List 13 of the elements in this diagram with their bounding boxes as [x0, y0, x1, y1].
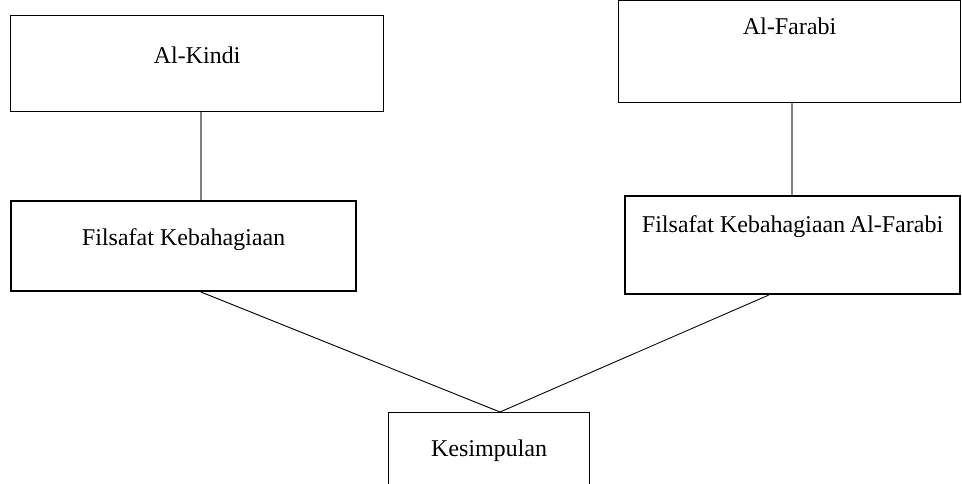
- process-box: [388, 412, 590, 484]
- connector-line: [200, 112, 202, 200]
- connector-line: [500, 294, 770, 412]
- connector-line: [200, 292, 500, 412]
- process-box: [618, 0, 961, 103]
- process-box: [624, 195, 961, 295]
- box-label: Kesimpulan: [431, 435, 547, 464]
- box-label: Al-Farabi: [742, 13, 836, 42]
- process-box: [10, 200, 357, 292]
- box-label: Al-Kindi: [154, 42, 240, 71]
- process-box: [10, 15, 384, 112]
- box-label: Filsafat Kebahagiaan Al-Farabi: [642, 211, 944, 240]
- box-label: Filsafat Kebahagiaan: [82, 224, 286, 253]
